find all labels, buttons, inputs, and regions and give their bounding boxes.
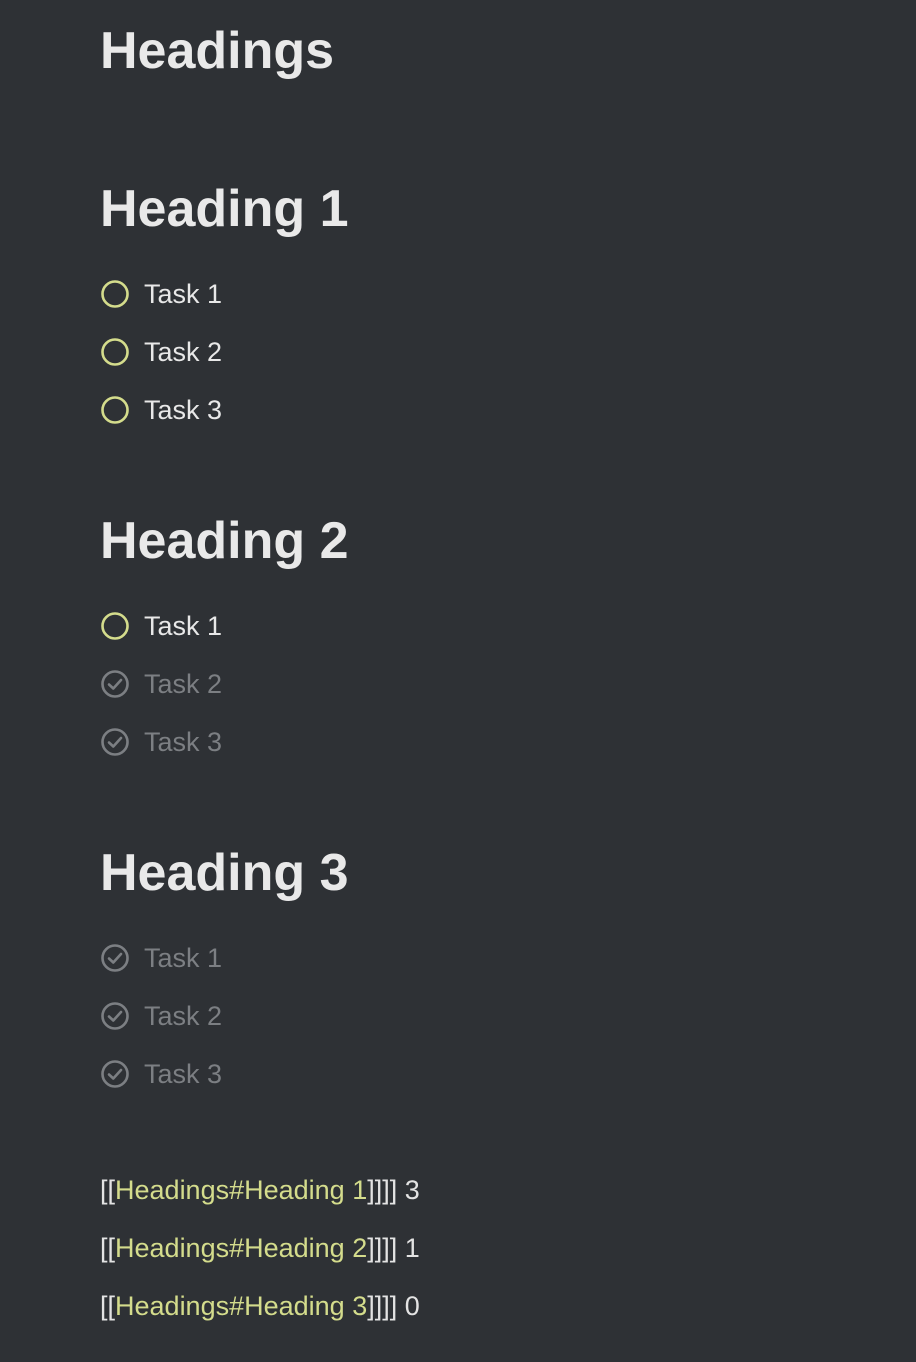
heading-1: Heading 1 <box>100 180 349 238</box>
task-label: Task 1 <box>144 611 223 641</box>
task-item[interactable]: Task 3 <box>100 394 222 426</box>
task-item[interactable]: Task 3 <box>100 726 222 758</box>
task-label: Task 3 <box>144 727 223 757</box>
summary-line: [[Headings#Heading 3]]]] 0 <box>100 1290 420 1322</box>
page-title: Headings <box>100 22 335 80</box>
task-label: Task 3 <box>144 1059 223 1089</box>
task-item[interactable]: Task 2 <box>100 668 222 700</box>
task-count: 0 <box>404 1291 420 1321</box>
task-item[interactable]: Task 1 <box>100 610 222 642</box>
task-item[interactable]: Task 1 <box>100 942 222 974</box>
heading-link[interactable]: Headings#Heading 1 <box>115 1175 368 1205</box>
heading-3: Heading 3 <box>100 844 349 902</box>
summary-line: [[Headings#Heading 2]]]] 1 <box>100 1232 420 1264</box>
check-circle-icon[interactable] <box>100 1001 130 1031</box>
heading-link[interactable]: Headings#Heading 3 <box>115 1291 368 1321</box>
open-circle-icon[interactable] <box>100 611 130 641</box>
check-circle-icon[interactable] <box>100 943 130 973</box>
task-item[interactable]: Task 3 <box>100 1058 222 1090</box>
check-circle-icon[interactable] <box>100 727 130 757</box>
summary-line: [[Headings#Heading 1]]]] 3 <box>100 1174 420 1206</box>
task-label: Task 2 <box>144 1001 223 1031</box>
task-item[interactable]: Task 2 <box>100 336 222 368</box>
open-circle-icon[interactable] <box>100 395 130 425</box>
task-label: Task 2 <box>144 669 223 699</box>
bracket-open: [[ <box>100 1291 116 1321</box>
task-item[interactable]: Task 2 <box>100 1000 222 1032</box>
task-label: Task 1 <box>144 279 223 309</box>
bracket-open: [[ <box>100 1175 116 1205</box>
bracket-close: ]]]] <box>367 1175 398 1205</box>
task-label: Task 1 <box>144 943 223 973</box>
bracket-close: ]]]] <box>367 1291 398 1321</box>
check-circle-icon[interactable] <box>100 669 130 699</box>
task-count: 1 <box>404 1233 420 1263</box>
task-count: 3 <box>404 1175 420 1205</box>
check-circle-icon[interactable] <box>100 1059 130 1089</box>
bracket-open: [[ <box>100 1233 116 1263</box>
open-circle-icon[interactable] <box>100 337 130 367</box>
heading-2: Heading 2 <box>100 512 349 570</box>
task-item[interactable]: Task 1 <box>100 278 222 310</box>
open-circle-icon[interactable] <box>100 279 130 309</box>
bracket-close: ]]]] <box>367 1233 398 1263</box>
task-label: Task 3 <box>144 395 223 425</box>
heading-link[interactable]: Headings#Heading 2 <box>115 1233 368 1263</box>
task-label: Task 2 <box>144 337 223 367</box>
